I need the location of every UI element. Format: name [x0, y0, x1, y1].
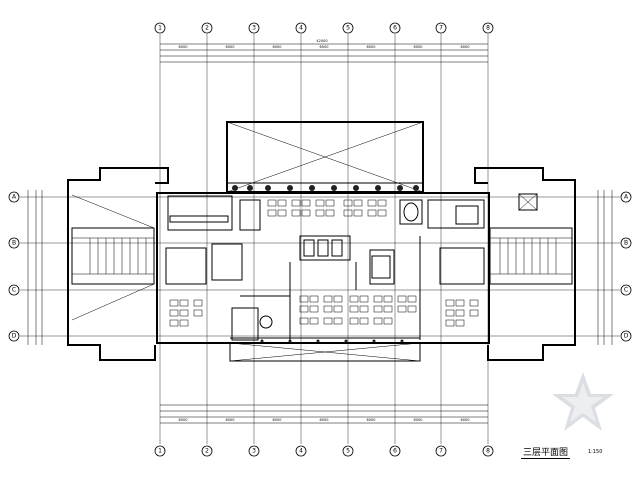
desk-cluster-right — [445, 299, 479, 327]
svg-text:7: 7 — [439, 448, 443, 455]
overall-width-label: 42000 — [316, 39, 327, 43]
svg-text:6: 6 — [393, 25, 397, 32]
planter-strip — [226, 182, 424, 194]
svg-text:B: B — [12, 240, 16, 247]
svg-text:C: C — [624, 287, 628, 294]
left-stair-treads — [89, 238, 147, 274]
bottom-dim-3: 6000 — [273, 418, 282, 422]
vertical-grid-lines — [159, 34, 489, 444]
side-grid-bubbles: A B C D A B C D — [8, 191, 632, 342]
top-dim-1: 6000 — [179, 45, 188, 49]
top-dim-2: 6000 — [226, 45, 235, 49]
svg-text:3: 3 — [252, 25, 256, 32]
bottom-dim-2: 6000 — [226, 418, 235, 422]
bottom-dim-7: 6000 — [461, 418, 470, 422]
top-grid-bubbles: 1 2 3 4 5 6 7 8 — [154, 22, 494, 34]
svg-text:8: 8 — [486, 448, 490, 455]
bottom-grid-bubbles: 1 2 3 4 5 6 7 8 — [154, 445, 494, 457]
svg-text:3: 3 — [252, 448, 256, 455]
svg-text:5: 5 — [346, 25, 350, 32]
bottom-dim-4: 6000 — [320, 418, 329, 422]
desk-clusters — [169, 199, 479, 327]
top-dim-3: 6000 — [273, 45, 282, 49]
entrance-strip — [230, 337, 420, 343]
svg-text:B: B — [624, 240, 628, 247]
top-dim-7: 6000 — [461, 45, 470, 49]
bottom-dim-6: 6000 — [414, 418, 423, 422]
svg-text:2: 2 — [205, 25, 209, 32]
top-dim-5: 6000 — [367, 45, 376, 49]
svg-text:4: 4 — [299, 448, 303, 455]
right-wing — [474, 167, 576, 361]
svg-text:6: 6 — [393, 448, 397, 455]
desk-cluster-bottom — [299, 295, 417, 325]
svg-text:A: A — [12, 194, 17, 201]
right-stair-treads — [499, 238, 557, 274]
left-wing — [67, 167, 169, 361]
svg-text:A: A — [624, 194, 629, 201]
svg-text:1: 1 — [158, 448, 162, 455]
bottom-dim-1: 6000 — [179, 418, 188, 422]
svg-text:4: 4 — [299, 25, 303, 32]
svg-text:8: 8 — [486, 25, 490, 32]
drawing-title: 三层平面图 — [521, 445, 571, 459]
svg-text:5: 5 — [346, 448, 350, 455]
top-dim-4: 6000 — [320, 45, 329, 49]
horizontal-grid-lines — [20, 196, 620, 337]
top-dim-6: 6000 — [414, 45, 423, 49]
svg-text:2: 2 — [205, 448, 209, 455]
svg-text:D: D — [624, 333, 629, 340]
interior-partitions — [165, 195, 485, 341]
svg-text:D: D — [12, 333, 17, 340]
bottom-dim-5: 6000 — [367, 418, 376, 422]
drawing-scale: 1:150 — [588, 449, 603, 455]
desk-cluster-top — [267, 199, 387, 217]
bottom-dimension-chain: 6000 6000 6000 6000 6000 6000 6000 — [160, 404, 488, 424]
desk-cluster-left — [169, 299, 203, 327]
top-dimension-chain: 42000 6000 6000 6000 6000 6000 6000 6000 — [160, 39, 488, 63]
svg-text:7: 7 — [439, 25, 443, 32]
side-dimension-chains — [27, 190, 613, 345]
star-watermark-icon — [552, 372, 614, 431]
svg-text:C: C — [12, 287, 16, 294]
svg-text:1: 1 — [158, 25, 162, 32]
